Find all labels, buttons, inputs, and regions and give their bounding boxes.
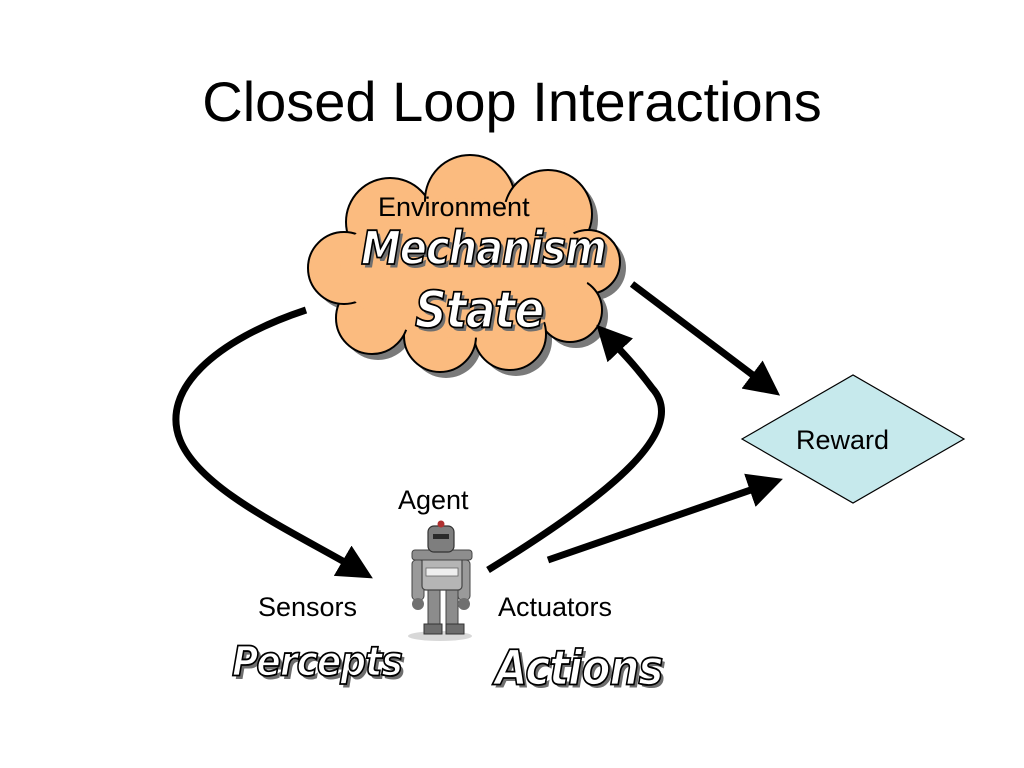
agent-to-reward-arrow	[546, 473, 783, 564]
percepts-curved-arrow	[172, 306, 373, 579]
reward-label: Reward	[796, 425, 890, 455]
percepts-wordart: Percepts	[231, 638, 403, 686]
environment-label: Environment	[378, 192, 530, 222]
state-wordart: State	[414, 281, 545, 341]
agent-label: Agent	[398, 485, 469, 515]
slide-title: Closed Loop Interactions	[202, 70, 822, 133]
robot-icon	[408, 520, 473, 641]
mechanism-wordart: Mechanism	[360, 222, 607, 276]
environment-cloud-shape	[307, 154, 626, 378]
actions-curved-arrow	[486, 324, 666, 573]
actions-wordart: Actions	[494, 639, 664, 696]
environment-to-reward-arrow	[629, 281, 781, 396]
actuators-label: Actuators	[498, 592, 613, 622]
sensors-label: Sensors	[258, 592, 358, 622]
reward-diamond-shape	[740, 374, 966, 504]
